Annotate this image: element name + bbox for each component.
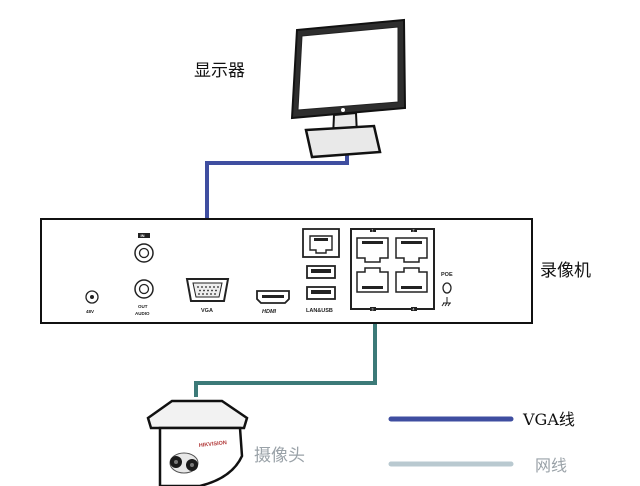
poe-port-4-number: 4: [413, 308, 415, 312]
audio-label: AUDIO: [135, 311, 150, 316]
hdmi-port: [256, 290, 290, 304]
poe-port-2-number: 2: [413, 229, 415, 233]
poe-port-1: [356, 237, 389, 263]
usb-port-2: [306, 286, 336, 300]
poe-led: [442, 282, 452, 294]
poe-port-3-number: 3: [372, 308, 374, 312]
camera: [146, 399, 249, 486]
legend-network-label: 网线: [535, 456, 567, 475]
monitor-power-led: [341, 108, 345, 112]
poe-port-2: [395, 237, 428, 263]
vga-label: VGA: [201, 308, 213, 314]
camera-label: 摄像头: [254, 446, 305, 466]
poe-port-1-number: 1: [372, 229, 374, 233]
usb-port-1: [306, 265, 336, 279]
lan-usb-label: LAN&USB: [306, 308, 333, 314]
monitor: [290, 18, 407, 159]
legend-vga-label: VGA线: [522, 410, 575, 429]
audio-in-label: IN: [141, 233, 145, 238]
vga-port: [185, 278, 230, 302]
audio-in-jack: [134, 233, 154, 263]
lan-port: [302, 228, 340, 258]
poe-label: POE: [441, 272, 453, 278]
audio-out-label: OUT: [138, 304, 148, 309]
power-jack: [85, 290, 99, 304]
monitor-label: 显示器: [194, 61, 245, 81]
network-cable: [194, 300, 377, 397]
ground-icon: [441, 297, 451, 307]
power-label: 48V: [86, 309, 94, 314]
poe-port-3: [356, 267, 389, 293]
hdmi-label: HDMI: [262, 309, 277, 315]
recorder-label: 录像机: [540, 261, 591, 281]
camera-brand: HIKVISION: [199, 440, 228, 449]
poe-port-4: [395, 267, 428, 293]
recorder: 48V IN OUT AUDIO VGA: [40, 218, 533, 324]
legend: VGA线 网线: [388, 410, 575, 475]
audio-out-jack: [134, 279, 154, 299]
